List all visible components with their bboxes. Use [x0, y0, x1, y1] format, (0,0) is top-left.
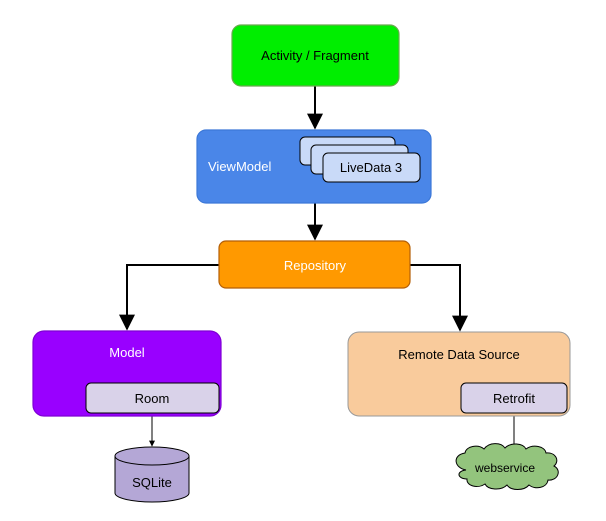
remote-data-source-node: Remote Data Source Retrofit: [347, 331, 571, 417]
room-label: Room: [135, 391, 170, 406]
connectors: [119, 86, 517, 451]
repository-label: Repository: [284, 258, 347, 273]
remote-data-source-label: Remote Data Source: [398, 347, 519, 362]
livedata-label: LiveData 3: [340, 160, 402, 175]
sqlite-label: SQLite: [132, 475, 172, 490]
webservice-node: webservice: [455, 443, 559, 490]
viewmodel-label: ViewModel: [208, 159, 271, 174]
room-box: [85, 382, 220, 414]
arrow-repository-to-remote: [410, 264, 468, 332]
model-node: Model Room: [32, 330, 222, 417]
retrofit-box: [460, 382, 568, 414]
livedata-stack: LiveData 3: [299, 136, 421, 183]
webservice-label: webservice: [474, 461, 535, 475]
webservice-cloud: [455, 443, 559, 490]
activity-fragment-label: Activity / Fragment: [261, 48, 369, 63]
activity-fragment-box: [231, 24, 400, 87]
sqlite-cylinder-top: [114, 446, 190, 466]
repository-node: Repository: [218, 240, 411, 289]
viewmodel-node: ViewModel LiveData 3: [196, 129, 432, 204]
livedata-card-3: [322, 152, 421, 183]
sqlite-cylinder-body: [114, 456, 190, 503]
arrow-repository-to-model: [119, 264, 219, 331]
sqlite-node: SQLite: [114, 446, 190, 503]
activity-fragment-node: Activity / Fragment: [231, 24, 400, 87]
model-label: Model: [109, 345, 145, 360]
repository-box: [218, 240, 411, 289]
retrofit-label: Retrofit: [493, 391, 535, 406]
